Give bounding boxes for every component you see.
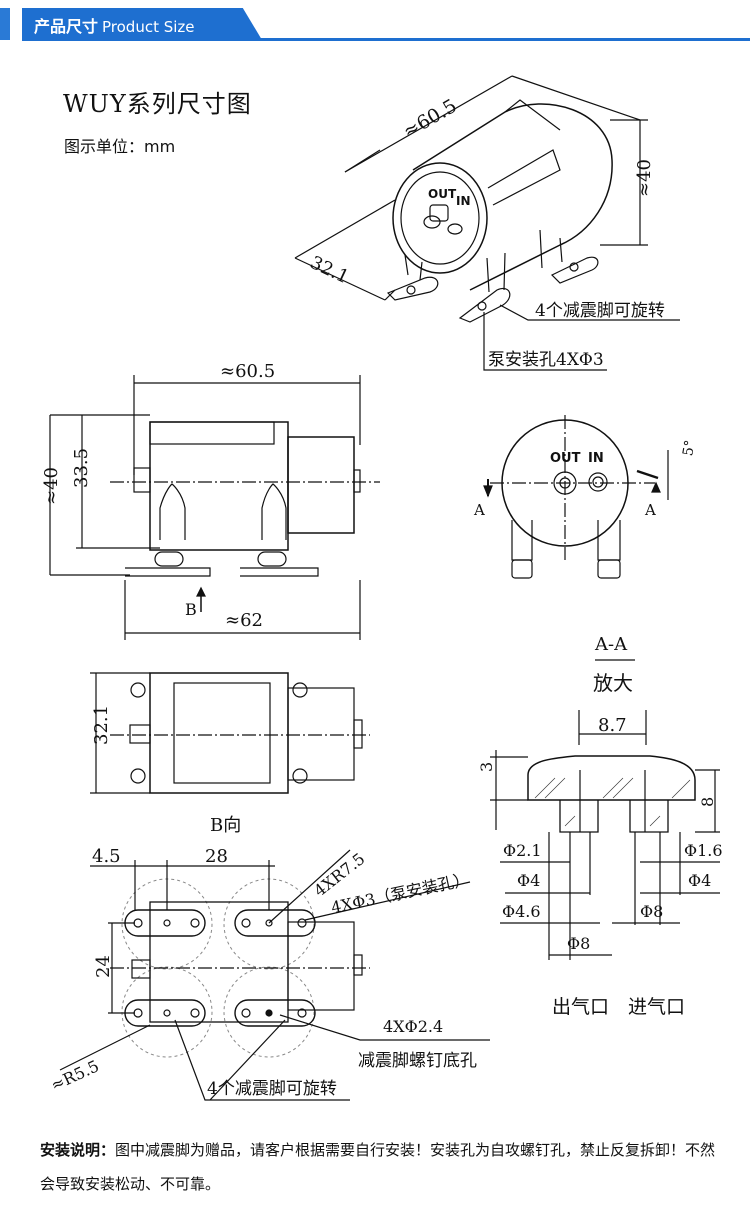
iso-dim-width: 32.1 <box>307 252 352 288</box>
bottom-dim-45: 4.5 <box>92 846 121 867</box>
bottom-dim-28: 28 <box>205 846 228 867</box>
header-accent <box>0 8 10 40</box>
section-d8-right: Φ8 <box>640 902 663 921</box>
section-d21: Φ2.1 <box>503 841 542 860</box>
section-inlet: 进气口 <box>628 996 685 1018</box>
top-label: B向 <box>210 815 241 836</box>
iso-callout-feet: 4个减震脚可旋转 <box>535 301 665 321</box>
header-underline <box>22 38 750 41</box>
front-a-right: A <box>644 501 656 519</box>
top-dim-width: 32.1 <box>91 705 112 745</box>
install-note-label: 安装说明： <box>40 1141 116 1159</box>
iso-port-in: IN <box>456 194 471 208</box>
section-view: A-A 放大 8.7 3 8 <box>477 634 723 1018</box>
front-port-in: IN <box>588 451 604 466</box>
bottom-view: 4.5 28 24 4XR7.5 4XΦ3（泵安装孔） ≈R5.5 4XΦ2.4… <box>48 846 490 1101</box>
bottom-screw-label: 减震脚螺钉底孔 <box>358 1051 477 1071</box>
front-angle: 5° <box>680 439 699 457</box>
iso-dim-height: ≈40 <box>634 159 655 197</box>
iso-callout-holes: 泵安装孔4XΦ3 <box>488 350 604 370</box>
unit-label: 图示单位：mm <box>64 137 176 156</box>
section-d8-bottom: Φ8 <box>567 934 590 953</box>
front-a-left: A <box>473 501 485 519</box>
section-outlet: 出气口 <box>552 996 609 1018</box>
section-dim-8: 8 <box>698 797 717 807</box>
bottom-feet: 4个减震脚可旋转 <box>207 1079 337 1099</box>
front-port-out: OUT <box>550 451 581 466</box>
bottom-dim-24: 24 <box>93 955 114 978</box>
iso-dim-length: ≈60.5 <box>399 95 460 143</box>
install-note: 安装说明：图中减震脚为赠品，请客户根据需要自行安装！安装孔为自攻螺钉孔，禁止反复… <box>40 1133 730 1201</box>
side-dim-top: ≈60.5 <box>220 361 275 382</box>
section-dim-top: 8.7 <box>598 715 627 736</box>
install-note-text: 图中减震脚为赠品，请客户根据需要自行安装！安装孔为自攻螺钉孔，禁止反复拆卸！不然… <box>40 1141 716 1193</box>
page-title: WUY系列尺寸图 <box>63 90 252 118</box>
top-view: 32.1 B向 <box>90 672 370 836</box>
section-dim-3: 3 <box>477 762 496 772</box>
side-label-b: B <box>185 600 197 619</box>
section-subtitle: 放大 <box>593 671 633 695</box>
bottom-screw-count: 4XΦ2.4 <box>383 1017 443 1036</box>
side-dim-height: ≈40 <box>41 467 62 505</box>
header-title-cn: 产品尺寸 <box>34 17 99 36</box>
side-view: ≈60.5 ≈40 33.5 ≈62 B <box>41 361 380 640</box>
header-title-en: Product Size <box>102 18 195 36</box>
section-d46: Φ4.6 <box>502 902 541 921</box>
section-d4-left: Φ4 <box>517 871 540 890</box>
section-d16: Φ1.6 <box>684 841 723 860</box>
side-dim-inner: 33.5 <box>71 448 92 488</box>
iso-port-out: OUT <box>428 187 457 201</box>
section-d4-right: Φ4 <box>688 871 711 890</box>
header-tab <box>22 8 262 40</box>
side-dim-bottom: ≈62 <box>225 610 263 631</box>
front-view: OUT IN A A 5° <box>473 415 699 579</box>
iso-view: OUT IN ≈60.5 ≈40 32.1 4个减震脚可旋转 泵安装孔4XΦ3 <box>294 75 680 371</box>
section-title: A-A <box>594 634 628 655</box>
